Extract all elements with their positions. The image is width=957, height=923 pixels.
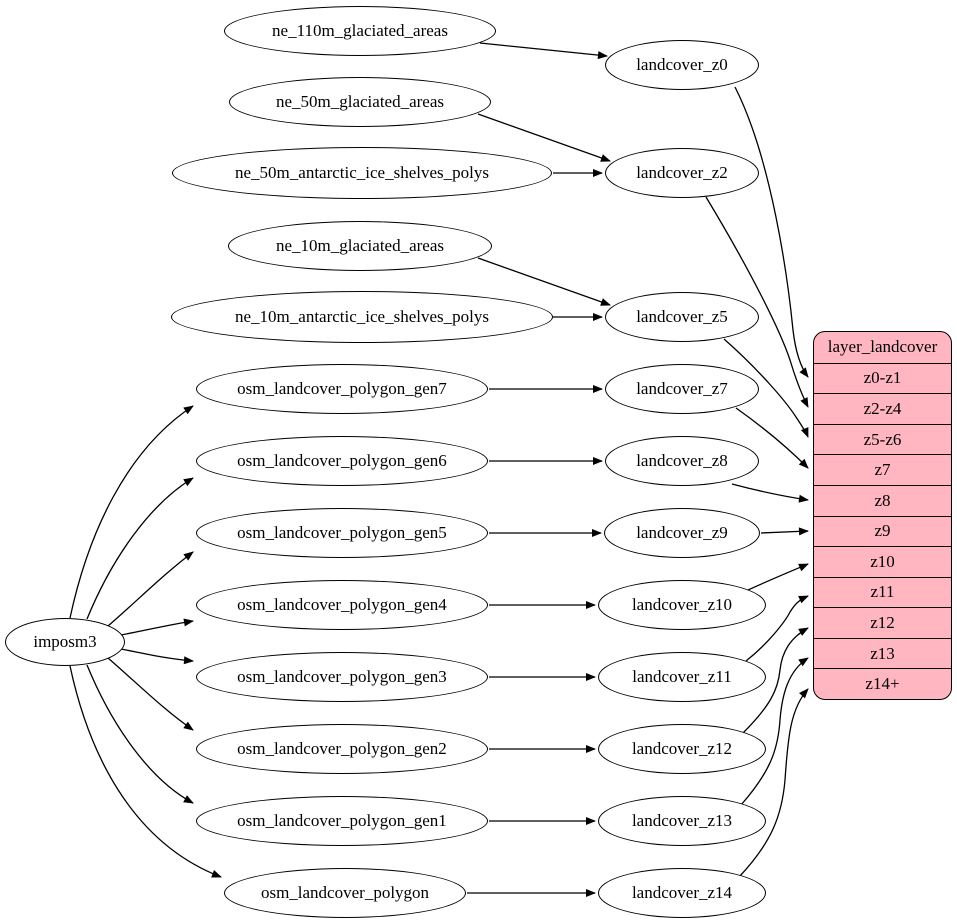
node-osm_landcover_polygon_gen4: osm_landcover_polygon_gen4: [196, 580, 488, 630]
node-landcover_z9: landcover_z9: [604, 508, 760, 558]
node-ne_50m_antarctic_ice_shelves_polys: ne_50m_antarctic_ice_shelves_polys: [172, 147, 552, 199]
node-osm_landcover_polygon: osm_landcover_polygon: [224, 868, 466, 918]
table-row-z8: z8: [814, 484, 951, 516]
edge-landcover_z5-row-z5-z6: [723, 338, 809, 438]
edge-imposm3-osm_landcover_polygon: [69, 665, 222, 878]
node-landcover_z7: landcover_z7: [605, 364, 759, 414]
node-landcover_z10: landcover_z10: [598, 580, 766, 630]
edge-landcover_z10-row-z10: [747, 563, 809, 591]
table-row-z0-z1: z0-z1: [814, 362, 951, 394]
edge-landcover_z0-row-z0-z1: [734, 86, 809, 378]
edge-imposm3-osm_landcover_polygon_gen6: [86, 477, 194, 620]
node-landcover_z13: landcover_z13: [598, 796, 766, 846]
edge-imposm3-osm_landcover_polygon_gen5: [107, 551, 194, 627]
edge-ne_110m_glaciated_areas-landcover_z0: [479, 42, 608, 60]
edge-landcover_z12-row-z12: [742, 627, 809, 734]
node-osm_landcover_polygon_gen7: osm_landcover_polygon_gen7: [196, 364, 488, 414]
node-landcover_z11: landcover_z11: [598, 652, 766, 702]
edge-landcover_z13-row-z13: [740, 657, 809, 806]
node-landcover_z2: landcover_z2: [605, 148, 759, 198]
edge-imposm3-osm_landcover_polygon_gen2: [107, 657, 194, 731]
node-landcover_z8: landcover_z8: [605, 436, 759, 486]
table-row-z2-z4: z2-z4: [814, 393, 951, 424]
edge-landcover_z14-row-z14plus: [738, 688, 809, 878]
table-header: layer_landcover: [827, 337, 938, 357]
edge-imposm3-osm_landcover_polygon_gen7: [69, 405, 194, 619]
edge-landcover_z9-row-z9: [760, 527, 809, 536]
node-ne_10m_glaciated_areas: ne_10m_glaciated_areas: [228, 221, 492, 271]
edge-landcover_z11-row-z11: [745, 595, 809, 662]
node-landcover_z14: landcover_z14: [598, 868, 766, 918]
node-imposm3: imposm3: [5, 618, 125, 666]
table-row-z9: z9: [814, 515, 951, 547]
table-row-z12: z12: [814, 607, 951, 638]
table-row-z5-z6: z5-z6: [814, 423, 951, 455]
edge-landcover_z8-row-z8: [731, 483, 809, 503]
node-osm_landcover_polygon_gen3: osm_landcover_polygon_gen3: [196, 652, 488, 702]
table-row-z11: z11: [814, 576, 951, 608]
node-ne_10m_antarctic_ice_shelves_polys: ne_10m_antarctic_ice_shelves_polys: [171, 291, 553, 343]
node-landcover_z5: landcover_z5: [605, 292, 759, 342]
edge-ne_10m_glaciated_areas-landcover_z5: [477, 257, 611, 306]
node-ne_50m_glaciated_areas: ne_50m_glaciated_areas: [229, 77, 491, 127]
node-landcover_z12: landcover_z12: [598, 724, 766, 774]
table-row-z10: z10: [814, 546, 951, 577]
edge-landcover_z2-row-z2-z4: [705, 196, 809, 408]
edge-imposm3-osm_landcover_polygon_gen1: [86, 664, 194, 804]
edge-landcover_z7-row-z7: [735, 407, 809, 469]
table-row-z14plus: z14+: [814, 668, 951, 699]
node-landcover_z0: landcover_z0: [605, 40, 759, 90]
edge-imposm3-osm_landcover_polygon_gen4: [120, 618, 194, 636]
node-osm_landcover_polygon_gen1: osm_landcover_polygon_gen1: [196, 796, 488, 846]
table-row-z7: z7: [814, 454, 951, 485]
node-osm_landcover_polygon_gen5: osm_landcover_polygon_gen5: [196, 508, 488, 558]
node-ne_110m_glaciated_areas: ne_110m_glaciated_areas: [224, 6, 496, 56]
node-osm_landcover_polygon_gen2: osm_landcover_polygon_gen2: [196, 724, 488, 774]
node-osm_landcover_polygon_gen6: osm_landcover_polygon_gen6: [196, 436, 488, 486]
table-layer_landcover: layer_landcover z0-z1 z2-z4 z5-z6 z7 z8 …: [813, 331, 952, 700]
edge-ne_50m_glaciated_areas-landcover_z2: [477, 113, 611, 162]
edge-imposm3-osm_landcover_polygon_gen3: [120, 648, 194, 665]
table-row-z13: z13: [814, 637, 951, 669]
